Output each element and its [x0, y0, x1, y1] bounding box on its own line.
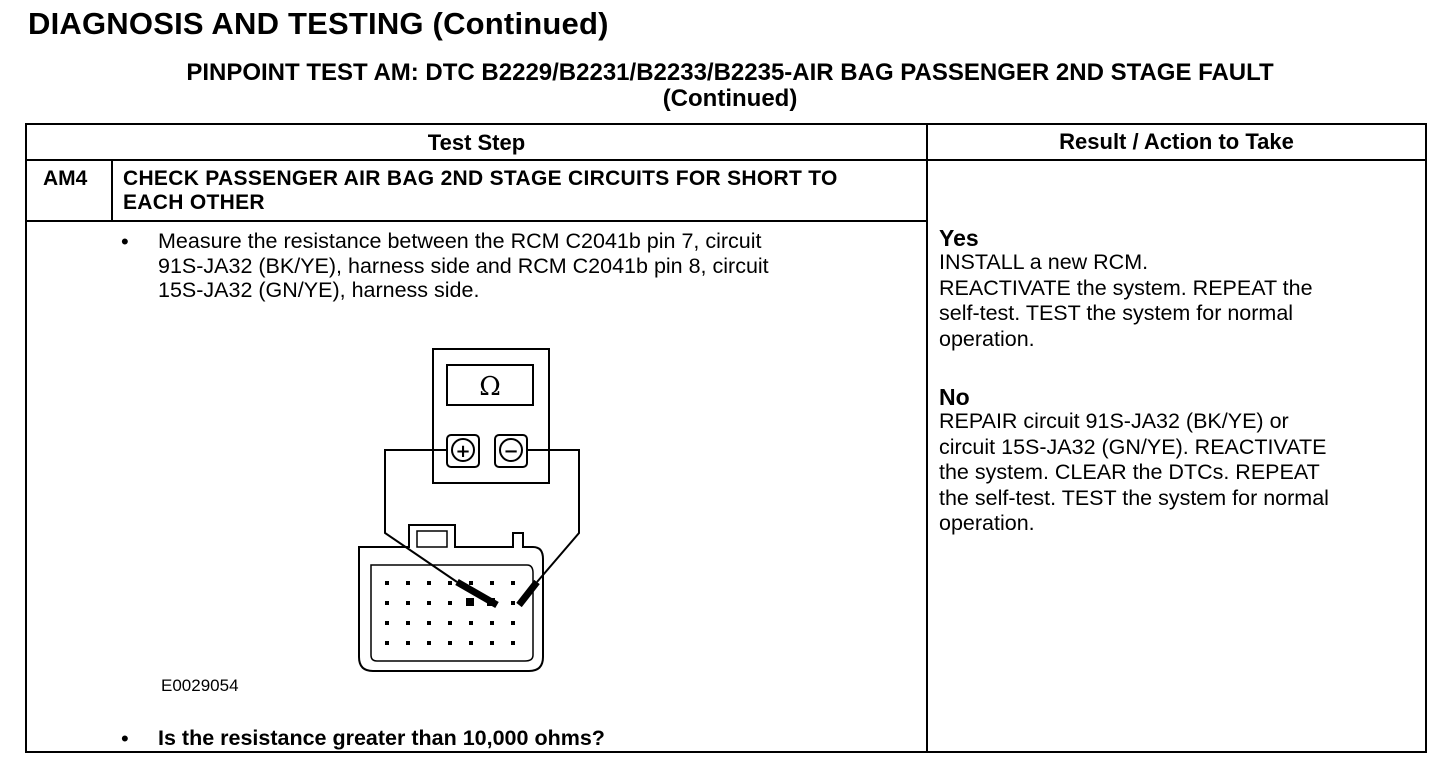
pinpoint-title-line-1: PINPOINT TEST AM: DTC B2229/B2231/B2233/…	[186, 59, 1274, 86]
result-no-line: operation.	[939, 511, 1035, 535]
connector-pin	[511, 621, 515, 625]
connector-pin	[511, 581, 515, 585]
header-divider	[27, 159, 1425, 161]
connector-pin	[511, 601, 515, 605]
connector-pin	[466, 598, 474, 606]
connector-pin	[490, 641, 494, 645]
connector-pin	[427, 641, 431, 645]
instruction-line: Measure the resistance between the RCM C…	[158, 229, 762, 253]
step-id: AM4	[43, 167, 88, 190]
result-no-text: REPAIR circuit 91S-JA32 (BK/YE) or circu…	[939, 409, 1414, 537]
instruction-bullet: •	[121, 229, 129, 254]
page-title: DIAGNOSIS AND TESTING (Continued)	[28, 6, 609, 41]
connector-inner-outline	[370, 564, 534, 662]
result-no-line: the system. CLEAR the DTCs. REPEAT	[939, 460, 1320, 484]
ohmmeter-display	[446, 364, 534, 406]
instruction-line: 15S-JA32 (GN/YE), harness side.	[158, 278, 480, 302]
figure-code: E0029054	[161, 676, 239, 695]
connector-pin	[385, 641, 389, 645]
connector-pin	[406, 581, 410, 585]
result-yes-line: INSTALL a new RCM.	[939, 250, 1149, 274]
connector-pin	[490, 621, 494, 625]
connector-pin-grid	[385, 581, 515, 645]
connector-pin	[487, 598, 495, 606]
connector-pin	[511, 641, 515, 645]
connector-latch	[416, 530, 448, 548]
test-lead-minus	[527, 449, 580, 583]
instruction-text: Measure the resistance between the RCM C…	[158, 229, 918, 303]
question-bullet: •	[121, 726, 129, 751]
connector-pin	[427, 581, 431, 585]
result-yes-line: REACTIVATE the system. REPEAT the	[939, 275, 1313, 300]
minus-symbol: −	[503, 441, 518, 462]
result-no-line: REPAIR circuit 91S-JA32 (BK/YE) or	[939, 409, 1289, 433]
result-no-line: the self-test. TEST the system for norma…	[939, 485, 1329, 510]
connector-pin	[448, 581, 452, 585]
connector-c2041b	[358, 524, 544, 672]
result-no-line: circuit 15S-JA32 (GN/YE). REACTIVATE	[939, 434, 1327, 459]
instruction-line: 91S-JA32 (BK/YE), harness side and RCM C…	[158, 253, 769, 278]
ohmmeter-connector-diagram: Ω + −	[358, 348, 580, 672]
connector-pin	[406, 641, 410, 645]
plus-terminal-icon	[451, 438, 475, 462]
ohm-symbol: Ω	[479, 372, 501, 402]
connector-pin	[427, 601, 431, 605]
step-title: CHECK PASSENGER AIR BAG 2ND STAGE CIRCUI…	[123, 167, 838, 214]
connector-pin	[427, 621, 431, 625]
step-id-divider	[111, 159, 113, 221]
pinpoint-title-line-2: (Continued)	[662, 85, 798, 112]
minus-terminal-icon	[499, 438, 523, 462]
column-header-result: Result / Action to Take	[1059, 129, 1294, 154]
connector-pin	[469, 581, 473, 585]
step-title-divider	[27, 220, 927, 222]
pinpoint-test-title: PINPOINT TEST AM: DTC B2229/B2231/B2233/…	[60, 60, 1400, 112]
connector-pin	[469, 621, 473, 625]
connector-pin	[469, 641, 473, 645]
probe-tip-minus	[516, 579, 540, 608]
connector-pin	[385, 581, 389, 585]
connector-pin	[385, 621, 389, 625]
result-yes-text: INSTALL a new RCM. REACTIVATE the system…	[939, 250, 1414, 352]
question-text: Is the resistance greater than 10,000 oh…	[158, 726, 605, 750]
connector-pin	[490, 581, 494, 585]
column-divider	[926, 125, 928, 751]
column-header-test-step: Test Step	[427, 130, 526, 155]
result-yes-line: self-test. TEST the system for normal	[939, 301, 1294, 325]
plus-symbol: +	[455, 441, 470, 462]
connector-pin	[448, 641, 452, 645]
connector-pin	[406, 601, 410, 605]
result-yes-line: operation.	[939, 326, 1035, 351]
connector-pin	[406, 621, 410, 625]
test-lead-plus	[384, 449, 458, 583]
pinpoint-test-table: Test Step Result / Action to Take AM4 CH…	[25, 123, 1427, 753]
result-no-label: No	[939, 384, 970, 410]
connector-pin	[448, 621, 452, 625]
ohmmeter-body	[432, 348, 550, 484]
connector-pin	[448, 601, 452, 605]
connector-pin	[385, 601, 389, 605]
result-yes-label: Yes	[939, 225, 979, 251]
